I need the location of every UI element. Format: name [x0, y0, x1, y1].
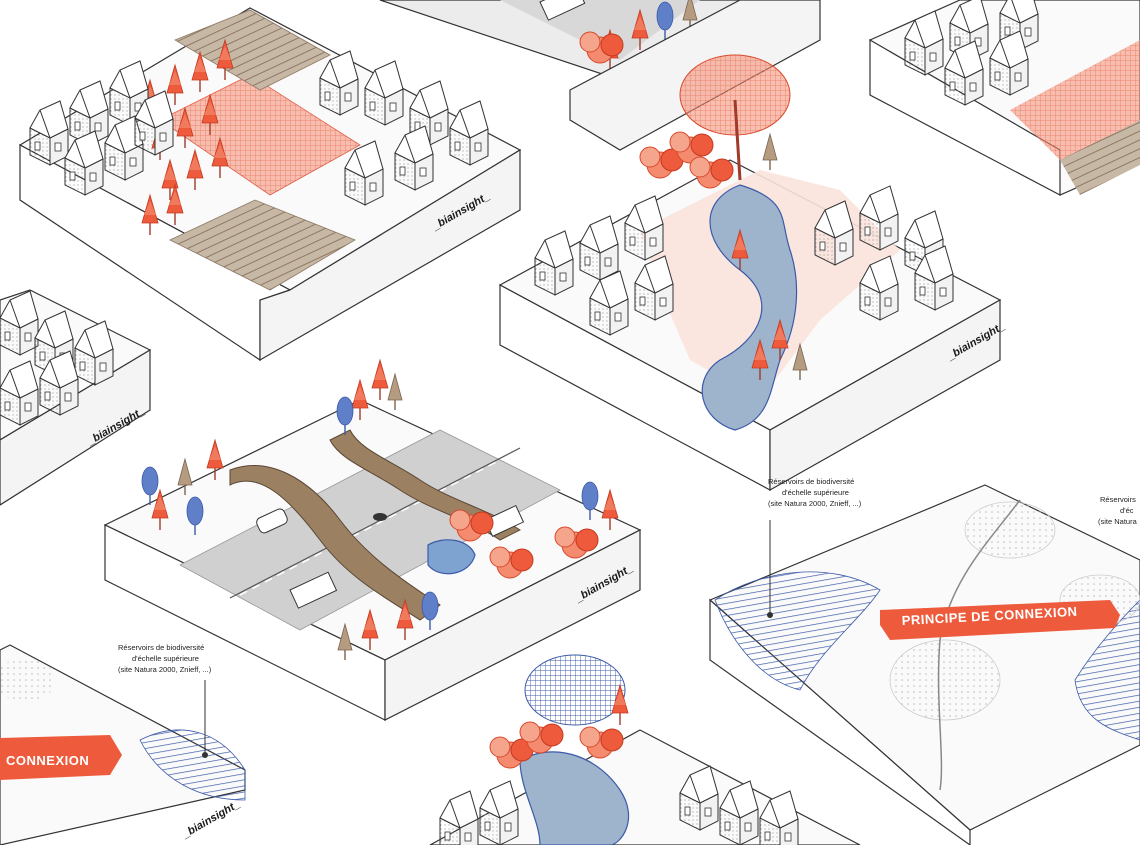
annotation-reservoir-line2: d'échelle supérieure [782, 488, 849, 497]
annotation-reservoir-bl-line3: (site Natura 2000, Znieff, ...) [118, 665, 212, 674]
annotation-partial-line3: (site Natura [1098, 517, 1138, 526]
ecoduct-bridge [229, 465, 441, 621]
block-connexion-bottom-left: CONNEXION Réservoirs de biodiversité d'é… [0, 643, 246, 845]
block-village-fields: _biainsight_ [18, 7, 522, 362]
pond [427, 539, 476, 575]
annotation-partial-line1: Réservoirs [1100, 495, 1136, 504]
annotation-reservoir-line1: Réservoirs de biodiversité [768, 477, 854, 486]
block-river-corridor: _biainsight_ [498, 54, 1007, 492]
truck-icon [289, 571, 338, 609]
brand-logo: _biainsight_ [180, 798, 242, 841]
annotation-reservoir-line3: (site Natura 2000, Znieff, ...) [768, 499, 862, 508]
reservoir-bottom-left [139, 729, 246, 801]
banner-principe [880, 600, 1120, 640]
riparian-vegetation [639, 54, 808, 381]
banner-connexion [0, 735, 122, 780]
block-principe-connexion: PRINCIPE DE CONNEXION Réservoirs de biod… [708, 477, 1140, 845]
car-icon [256, 508, 288, 534]
block-village-top-right [868, 0, 1140, 196]
block-river-bottom [429, 654, 861, 845]
highway-road [179, 429, 561, 631]
reservoir-right [1074, 599, 1140, 741]
block-village-left-edge: _biainsight_ [0, 289, 152, 506]
banner-connexion-text: CONNEXION [6, 753, 89, 768]
annotation-reservoir-bl-line1: Réservoirs de biodiversité [118, 643, 204, 652]
annotation-reservoir-bl-line2: d'échelle supérieure [132, 654, 199, 663]
block-ecoduct-highway: _biainsight_ [103, 359, 642, 721]
field-plowed-north [174, 9, 331, 91]
annotation-partial-line2: d'éc [1120, 506, 1134, 515]
boar-icon [373, 513, 387, 521]
reservoir-left [714, 571, 881, 691]
field-plowed-south [169, 199, 356, 291]
